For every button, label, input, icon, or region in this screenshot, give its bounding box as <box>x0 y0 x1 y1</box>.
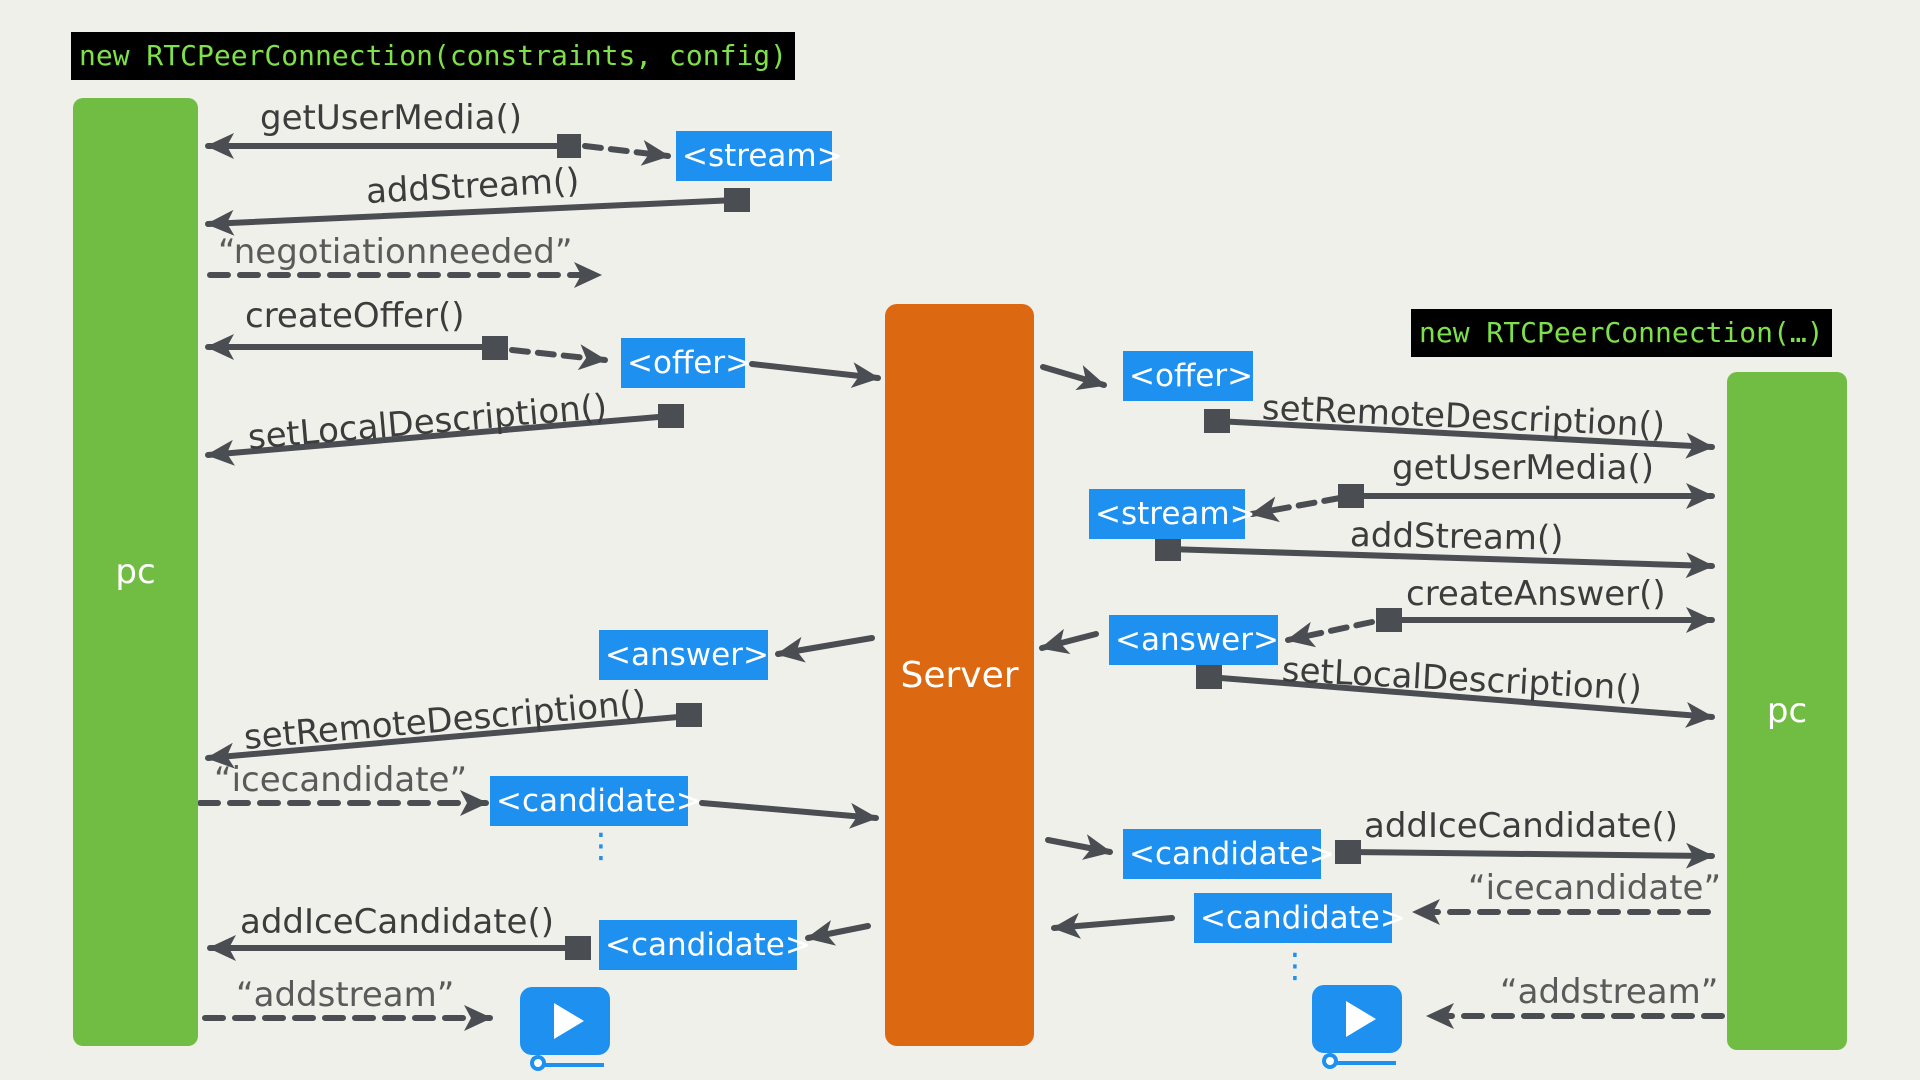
label-addicecandidate-left: addIceCandidate() <box>240 902 554 942</box>
arrow-addstream-right <box>1165 546 1715 579</box>
play-video-icon-right <box>1312 985 1402 1069</box>
label-addstream-event-left: “addstream” <box>236 975 455 1015</box>
arrow-setremote-right <box>1213 418 1715 459</box>
arrow-offer-from-server <box>1040 364 1107 391</box>
label-createoffer-left: createOffer() <box>245 296 465 336</box>
constructor-code-left: new RTCPeerConnection(constraints, confi… <box>71 32 796 80</box>
constructor-code-right: new RTCPeerConnection(…) <box>1411 309 1832 357</box>
arrow-addstream-left <box>205 197 739 236</box>
ellipsis-right: ⋮ <box>1278 946 1312 986</box>
arrow-answer-dashed-right <box>1285 619 1375 648</box>
arrow-offer-to-server <box>749 361 881 389</box>
label-negotiationneeded: “negotiationneeded” <box>218 232 573 272</box>
tag-stream-right: <stream> <box>1089 489 1256 539</box>
tag-stream-left: <stream> <box>676 131 843 181</box>
label-getusermedia-right: getUserMedia() <box>1392 448 1654 488</box>
arrow-stream-dashed-right <box>1249 495 1343 523</box>
tag-answer-left: <answer> <box>599 630 769 680</box>
arrow-answer-to-server <box>1039 628 1099 655</box>
play-video-icon-left <box>520 987 610 1071</box>
arrow-candidate-to-server-right <box>1051 912 1175 939</box>
right-peer-label: pc <box>1766 691 1808 731</box>
tag-candidate-out-right: <candidate> <box>1194 893 1406 943</box>
tag-answer-right: <answer> <box>1109 615 1279 665</box>
arrow-offer-dashed-left <box>509 344 608 371</box>
arrow-setlocal-right <box>1205 674 1715 728</box>
tag-offer-right: <offer> <box>1123 351 1253 401</box>
label-addicecandidate-right: addIceCandidate() <box>1364 806 1678 846</box>
tag-candidate-out-left: <candidate> <box>490 776 702 826</box>
left-peer-label: pc <box>115 552 156 592</box>
label-addstream-event-right: “addstream” <box>1500 972 1719 1012</box>
arrow-setlocal-left <box>205 413 673 466</box>
tag-candidate-in-right: <candidate> <box>1123 829 1335 879</box>
label-addstream-right: addStream() <box>1349 515 1564 559</box>
label-icecandidate-left: “icecandidate” <box>214 760 468 800</box>
arrow-candidate-to-server <box>699 800 879 829</box>
arrow-candidate-from-server-right <box>1045 834 1113 860</box>
left-peer-connection: pc <box>73 98 198 1046</box>
arrow-candidate-from-server-left <box>805 920 871 946</box>
ellipsis-left: ⋮ <box>584 826 618 866</box>
arrow-stream-dashed-left <box>582 139 671 166</box>
tag-candidate-in-left: <candidate> <box>599 920 811 970</box>
arrow-addicecandidate-right <box>1345 842 1715 869</box>
signaling-server: Server <box>885 304 1034 1046</box>
label-icecandidate-right: “icecandidate” <box>1468 868 1722 908</box>
right-peer-connection: pc <box>1727 372 1847 1050</box>
tag-offer-left: <offer> <box>621 338 751 388</box>
label-createanswer-right: createAnswer() <box>1406 574 1666 614</box>
label-getusermedia-left: getUserMedia() <box>260 98 522 138</box>
arrow-setremote-left <box>205 713 693 769</box>
arrow-answer-from-server-left <box>775 635 875 663</box>
server-label: Server <box>900 654 1019 696</box>
